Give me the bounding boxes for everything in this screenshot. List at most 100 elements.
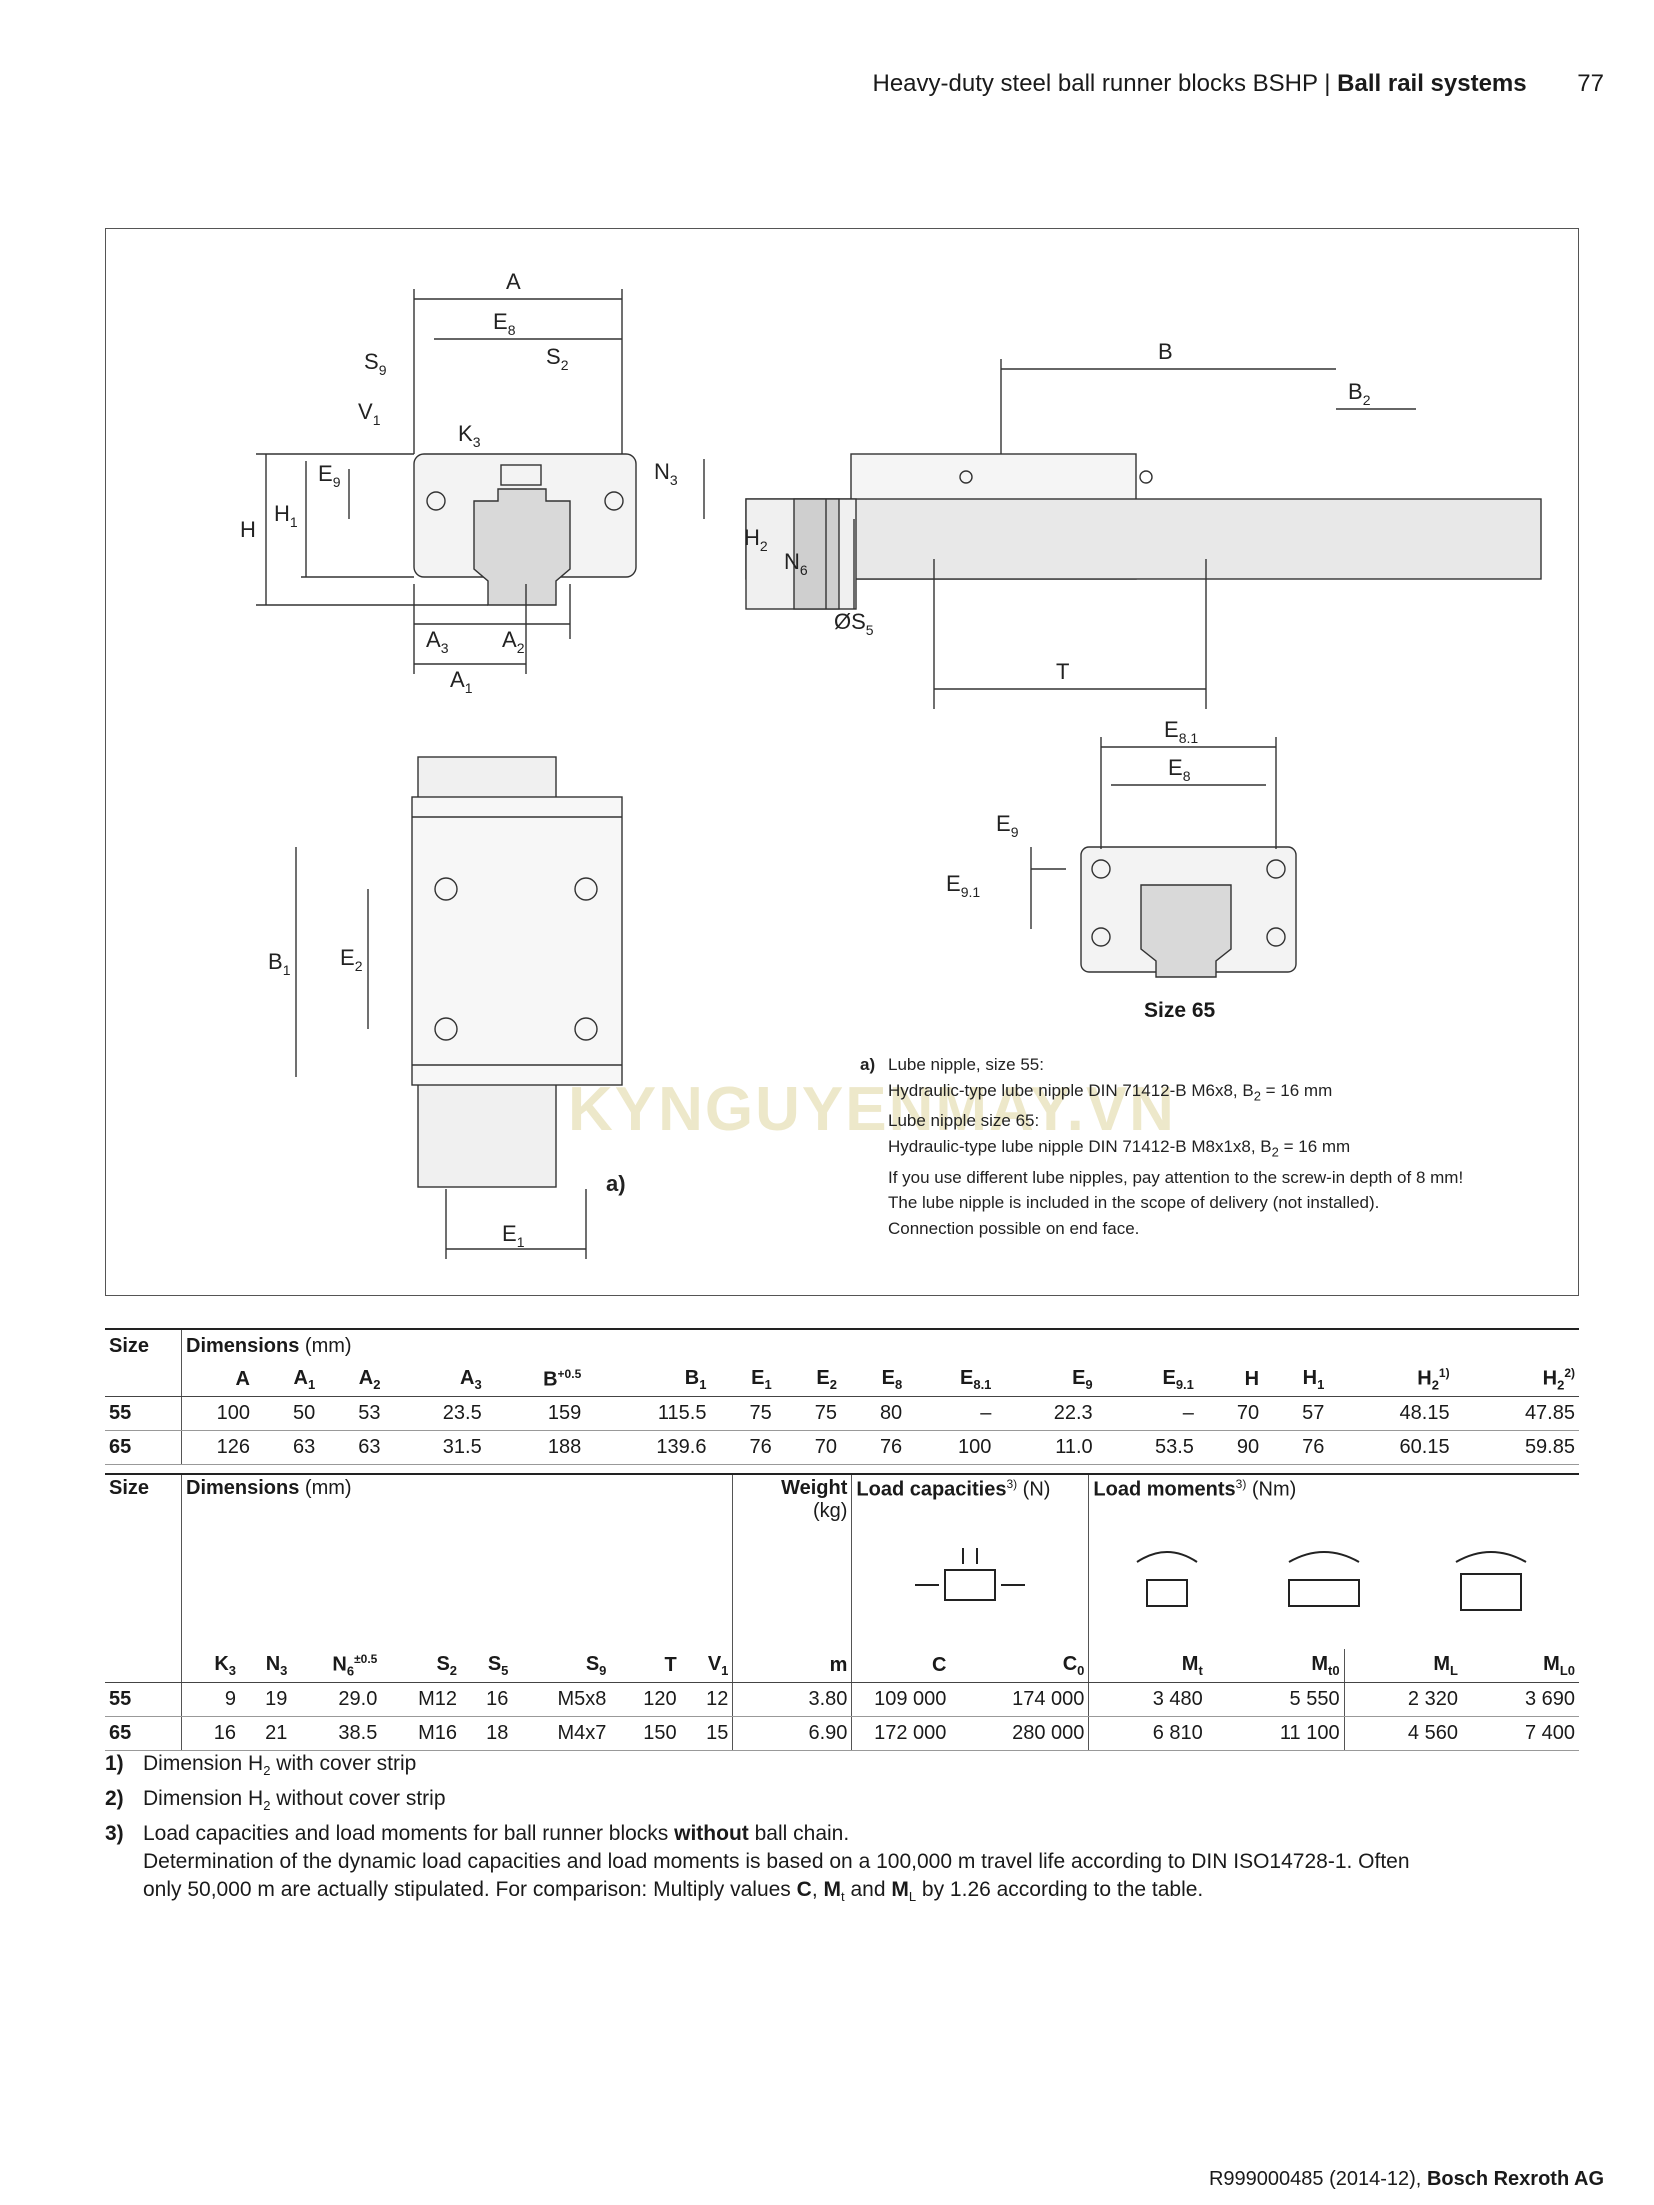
moment-ml-icon xyxy=(1288,1550,1361,1607)
dim-E9-size65: E9 xyxy=(996,811,1019,840)
drawing-svg: A E8 S9 S2 V1 K3 N3 E9 H H1 A3 A2 A1 B B… xyxy=(240,269,1542,1259)
t1-col-A3: A3 xyxy=(384,1363,486,1397)
dim-H2: H2 xyxy=(744,525,768,554)
note-line-5: If you use different lube nipples, pay a… xyxy=(888,1167,1464,1187)
page-number: 77 xyxy=(1577,70,1604,97)
top-block xyxy=(411,796,623,1086)
t1-dim-header: Dimensions (mm) xyxy=(181,1329,1579,1363)
page-header: Heavy-duty steel ball runner blocks BSHP… xyxy=(872,70,1604,98)
moment-mt-icon xyxy=(1136,1550,1198,1607)
dim-A2: A2 xyxy=(502,627,525,656)
dimensions-table-1: Size Dimensions (mm) A A1 A2 A3 B+0.5 B1… xyxy=(105,1328,1579,1465)
dim-N6: N6 xyxy=(784,549,808,578)
dim-H1: H1 xyxy=(274,501,298,530)
note-line-2: Hydraulic-type lube nipple DIN 71412-B M… xyxy=(888,1080,1333,1103)
t2-col-N6: N6±0.5 xyxy=(291,1649,382,1683)
dim-H: H xyxy=(240,517,256,542)
dim-A: A xyxy=(506,269,521,294)
t2-loadcap-header: Load capacities3) (N) xyxy=(851,1474,1089,1649)
note-line-3: Lube nipple size 65: xyxy=(888,1111,1040,1131)
callout-a: a) xyxy=(606,1171,626,1196)
dim-E91: E9.1 xyxy=(946,871,980,900)
t1-col-A: A xyxy=(181,1363,254,1397)
dim-T: T xyxy=(1056,659,1069,684)
note-line-1: Lube nipple, size 55: xyxy=(888,1055,1044,1074)
dimensions-table-2: Size Dimensions (mm) Weight(kg) Load cap… xyxy=(105,1473,1579,1751)
footnote-3: Load capacities and load moments for bal… xyxy=(143,1822,850,1846)
dim-S2: S2 xyxy=(546,344,569,373)
t1-col-E91: E9.1 xyxy=(1096,1363,1198,1397)
t2-col-m: m xyxy=(732,1649,852,1683)
load-capacity-icon xyxy=(856,1547,1084,1614)
t1-col-H2b: H22) xyxy=(1453,1363,1579,1397)
dim-E8-size65: E8 xyxy=(1168,755,1191,784)
t1-col-E9: E9 xyxy=(995,1363,1097,1397)
dim-N3: N3 xyxy=(654,459,678,488)
dim-B: B xyxy=(1158,339,1173,364)
t1-col-H: H xyxy=(1197,1363,1264,1397)
t2-dim-header: Dimensions (mm) xyxy=(180,1474,733,1649)
footnotes: 1)Dimension H2 with cover strip 2)Dimens… xyxy=(105,1750,1410,1912)
dim-E81: E8.1 xyxy=(1164,717,1198,746)
t2-col-Mt: Mt xyxy=(1088,1649,1207,1683)
t1-col-E1: E1 xyxy=(710,1363,776,1397)
t2-col-S9: S9 xyxy=(512,1649,611,1683)
t2-size-label: Size xyxy=(109,1477,150,1499)
dim-K3: K3 xyxy=(458,421,481,450)
t1-col-E81: E8.1 xyxy=(906,1363,996,1397)
t2-col-N3: N3 xyxy=(240,1649,292,1683)
technical-drawing-figure: A E8 S9 S2 V1 K3 N3 E9 H H1 A3 A2 A1 B B… xyxy=(105,228,1579,1296)
note-line-4: Hydraulic-type lube nipple DIN 71412-B M… xyxy=(888,1136,1351,1160)
dim-E2: E2 xyxy=(340,945,363,974)
t2-col-V1: V1 xyxy=(680,1649,733,1683)
t2-col-K3: K3 xyxy=(181,1649,240,1683)
front-hole-left xyxy=(426,491,446,511)
footnote-1: Dimension H2 with cover strip xyxy=(143,1752,417,1779)
t2-col-ML: ML xyxy=(1343,1649,1462,1683)
dim-S5: ØS5 xyxy=(834,609,874,638)
t1-size-label: Size xyxy=(109,1335,150,1357)
t2-col-C0: C0 xyxy=(950,1649,1089,1683)
header-title: Heavy-duty steel ball runner blocks BSHP xyxy=(872,70,1318,97)
t2-col-Mt0: Mt0 xyxy=(1206,1649,1345,1683)
t2-col-S2: S2 xyxy=(381,1649,462,1683)
dim-A1: A1 xyxy=(450,667,473,696)
t2-weight-header: Weight(kg) xyxy=(732,1474,852,1649)
footnote-3-line-2: Determination of the dynamic load capaci… xyxy=(143,1850,1410,1874)
t2-col-S5: S5 xyxy=(461,1649,513,1683)
t2-col-ML0: ML0 xyxy=(1461,1649,1579,1683)
header-separator: | xyxy=(1324,70,1331,97)
page-footer: R999000485 (2014-12), Bosch Rexroth AG xyxy=(1209,2168,1604,2191)
t1-col-A2: A2 xyxy=(319,1363,385,1397)
front-rail xyxy=(473,488,571,606)
note-line-6: The lube nipple is included in the scope… xyxy=(888,1193,1380,1213)
side-rail-section xyxy=(793,498,840,610)
t1-col-E8: E8 xyxy=(840,1363,907,1397)
dim-B1: B1 xyxy=(268,949,291,978)
header-section: Ball rail systems xyxy=(1337,70,1527,97)
t2-col-C: C xyxy=(851,1649,951,1683)
dim-E9: E9 xyxy=(318,461,341,490)
doc-number: R999000485 (2014-12), xyxy=(1208,2168,1427,2190)
watermark: KYNGUYENMAY.VN xyxy=(568,1075,1176,1144)
side-rail xyxy=(745,498,1542,580)
dim-B2: B2 xyxy=(1348,379,1371,408)
t1-col-A1: A1 xyxy=(254,1363,320,1397)
lube-notes: a)Lube nipple, size 55: Hydraulic-type l… xyxy=(860,1052,1463,1241)
note-line-7: Connection possible on end face. xyxy=(888,1218,1140,1238)
dim-E1: E1 xyxy=(502,1221,525,1250)
footnote-2: Dimension H2 without cover strip xyxy=(143,1787,446,1814)
moment-ml0-icon xyxy=(1455,1550,1527,1611)
t1-col-B: B+0.5 xyxy=(485,1363,586,1397)
front-nipple xyxy=(500,464,542,486)
load-moment-icons xyxy=(1093,1542,1575,1612)
t1-col-E2: E2 xyxy=(775,1363,841,1397)
t1-col-H1: H1 xyxy=(1263,1363,1329,1397)
front-hole-right xyxy=(604,491,624,511)
t2-loadmom-header: Load moments3) (Nm) xyxy=(1088,1474,1579,1649)
dim-V1: V1 xyxy=(358,399,381,428)
